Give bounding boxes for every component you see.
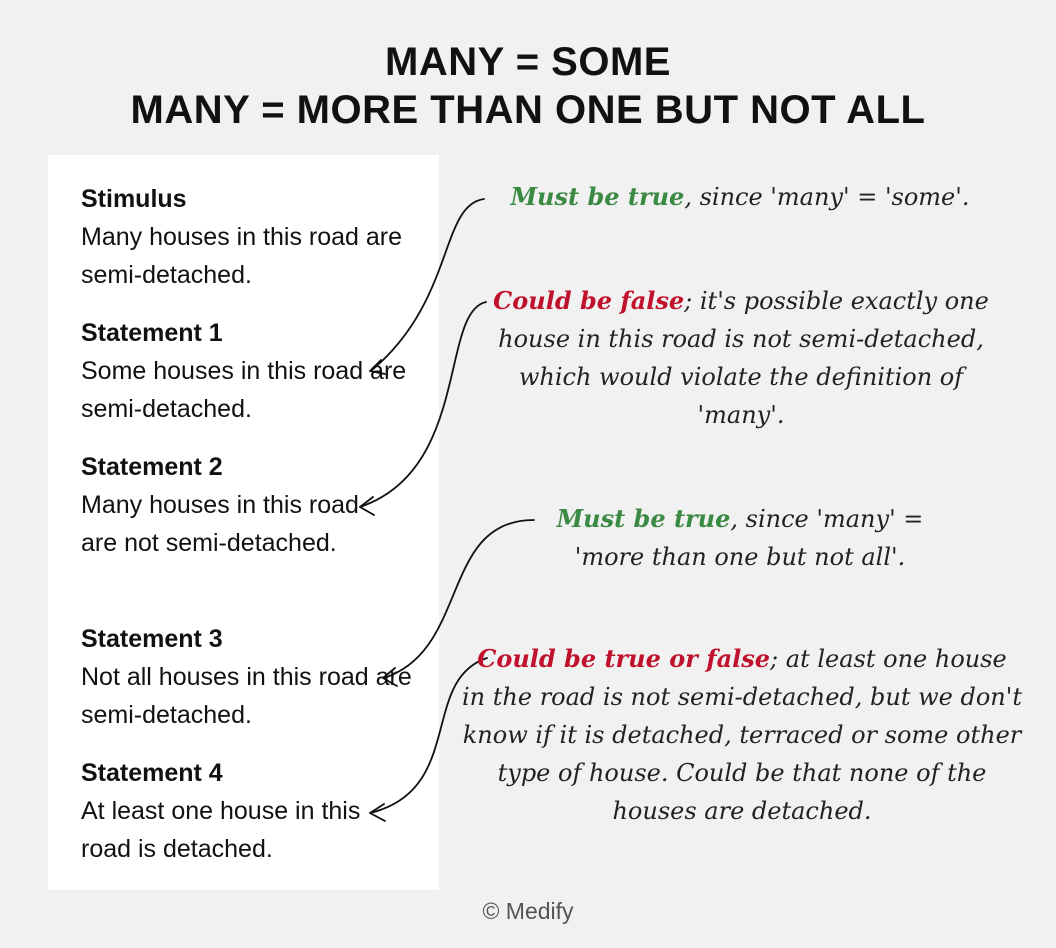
note-4-text: ; at least one house in the road is not … [462,645,1023,825]
title-line-2: MANY = MORE THAN ONE BUT NOT ALL [130,88,926,132]
arrowhead-statement-2 [359,496,375,516]
note-2-verdict: Could be false [493,286,685,315]
arrowhead-statement-3 [382,667,398,687]
note-1-verdict: Must be true [510,182,685,211]
stimulus-text: Many houses in this road are semi-detach… [81,223,403,289]
note-statement-1: Must be true, since 'many' = 'some'. [480,178,1000,216]
arrow-to-statement-2 [359,301,487,508]
statement-4-text: At least one house in this road is detac… [81,797,361,863]
statements-panel [48,155,439,890]
arrow-to-statement-1 [371,198,485,371]
arrowhead-statement-4 [369,803,386,822]
statement-2-heading: Statement 2 [81,453,223,481]
stimulus-heading: Stimulus [81,185,187,213]
arrow-to-statement-4 [369,657,488,814]
title-line-1: MANY = SOME [385,40,671,84]
statement-1-heading: Statement 1 [81,319,223,347]
note-2-text: ; it's possible exactly one house in thi… [498,287,989,429]
statement-1-block: Statement 1 Some houses in this road are… [81,314,436,428]
note-3-verdict: Must be true [556,504,731,533]
note-statement-2: Could be false; it's possible exactly on… [486,282,996,434]
note-statement-4: Could be true or false; at least one hou… [462,640,1022,830]
note-1-text: , since 'many' = 'some'. [684,183,970,211]
statement-3-text: Not all houses in this road are semi-det… [81,663,412,729]
statement-3-heading: Statement 3 [81,625,223,653]
statement-2-text: Many houses in this road are not semi-de… [81,491,359,557]
note-3-text: , since 'many' = 'more than one but not … [574,505,924,571]
stimulus-block: Stimulus Many houses in this road are se… [81,180,436,294]
note-statement-3: Must be true, since 'many' = 'more than … [525,500,955,576]
arrow-to-statement-3 [383,519,535,679]
statement-2-block: Statement 2 Many houses in this road are… [81,448,436,562]
statement-4-block: Statement 4 At least one house in this r… [81,754,436,868]
note-4-verdict: Could be true or false [477,644,771,673]
statement-4-heading: Statement 4 [81,759,223,787]
statement-3-block: Statement 3 Not all houses in this road … [81,620,436,734]
statement-1-text: Some houses in this road are semi-detach… [81,357,407,423]
arrowhead-statement-1 [369,359,386,375]
copyright-footer: © Medify [482,898,574,924]
